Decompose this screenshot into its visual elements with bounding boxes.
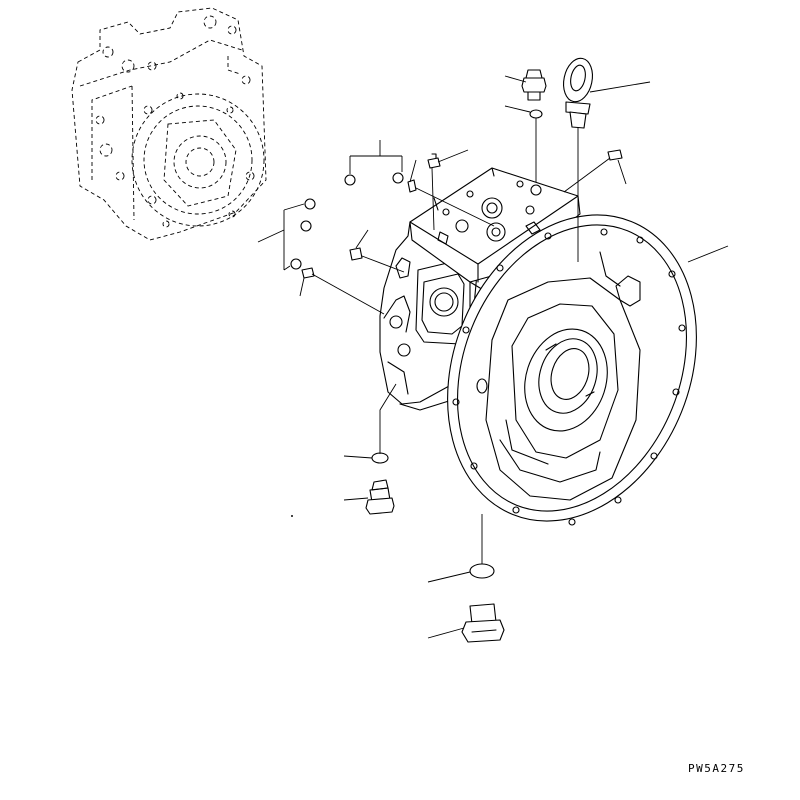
o-ring-drain [371, 452, 389, 464]
leader-lines [257, 75, 729, 639]
orifice-fitting [427, 153, 441, 169]
drawing-code: PW5A275 [688, 762, 745, 775]
o-ring-b [392, 172, 404, 184]
flywheel-housing [447, 214, 697, 526]
small-plug [607, 149, 623, 161]
cap-bolt [349, 247, 363, 261]
pump-body [379, 167, 581, 411]
set-screw [407, 179, 417, 193]
o-ring-c [304, 198, 316, 210]
hex-plug-bottom [461, 603, 505, 643]
small-fitting-left [301, 267, 315, 279]
drain-plug-left [365, 479, 395, 515]
hex-plug-top [521, 69, 547, 101]
reference-pump-phantom-view [71, 7, 267, 241]
o-ring-a [344, 174, 356, 186]
eye-bolt [563, 57, 593, 129]
o-ring-large [469, 563, 495, 579]
o-ring-e [290, 258, 302, 270]
o-ring-d [300, 220, 312, 232]
stray-mark [290, 515, 293, 518]
o-ring-top [529, 109, 543, 119]
